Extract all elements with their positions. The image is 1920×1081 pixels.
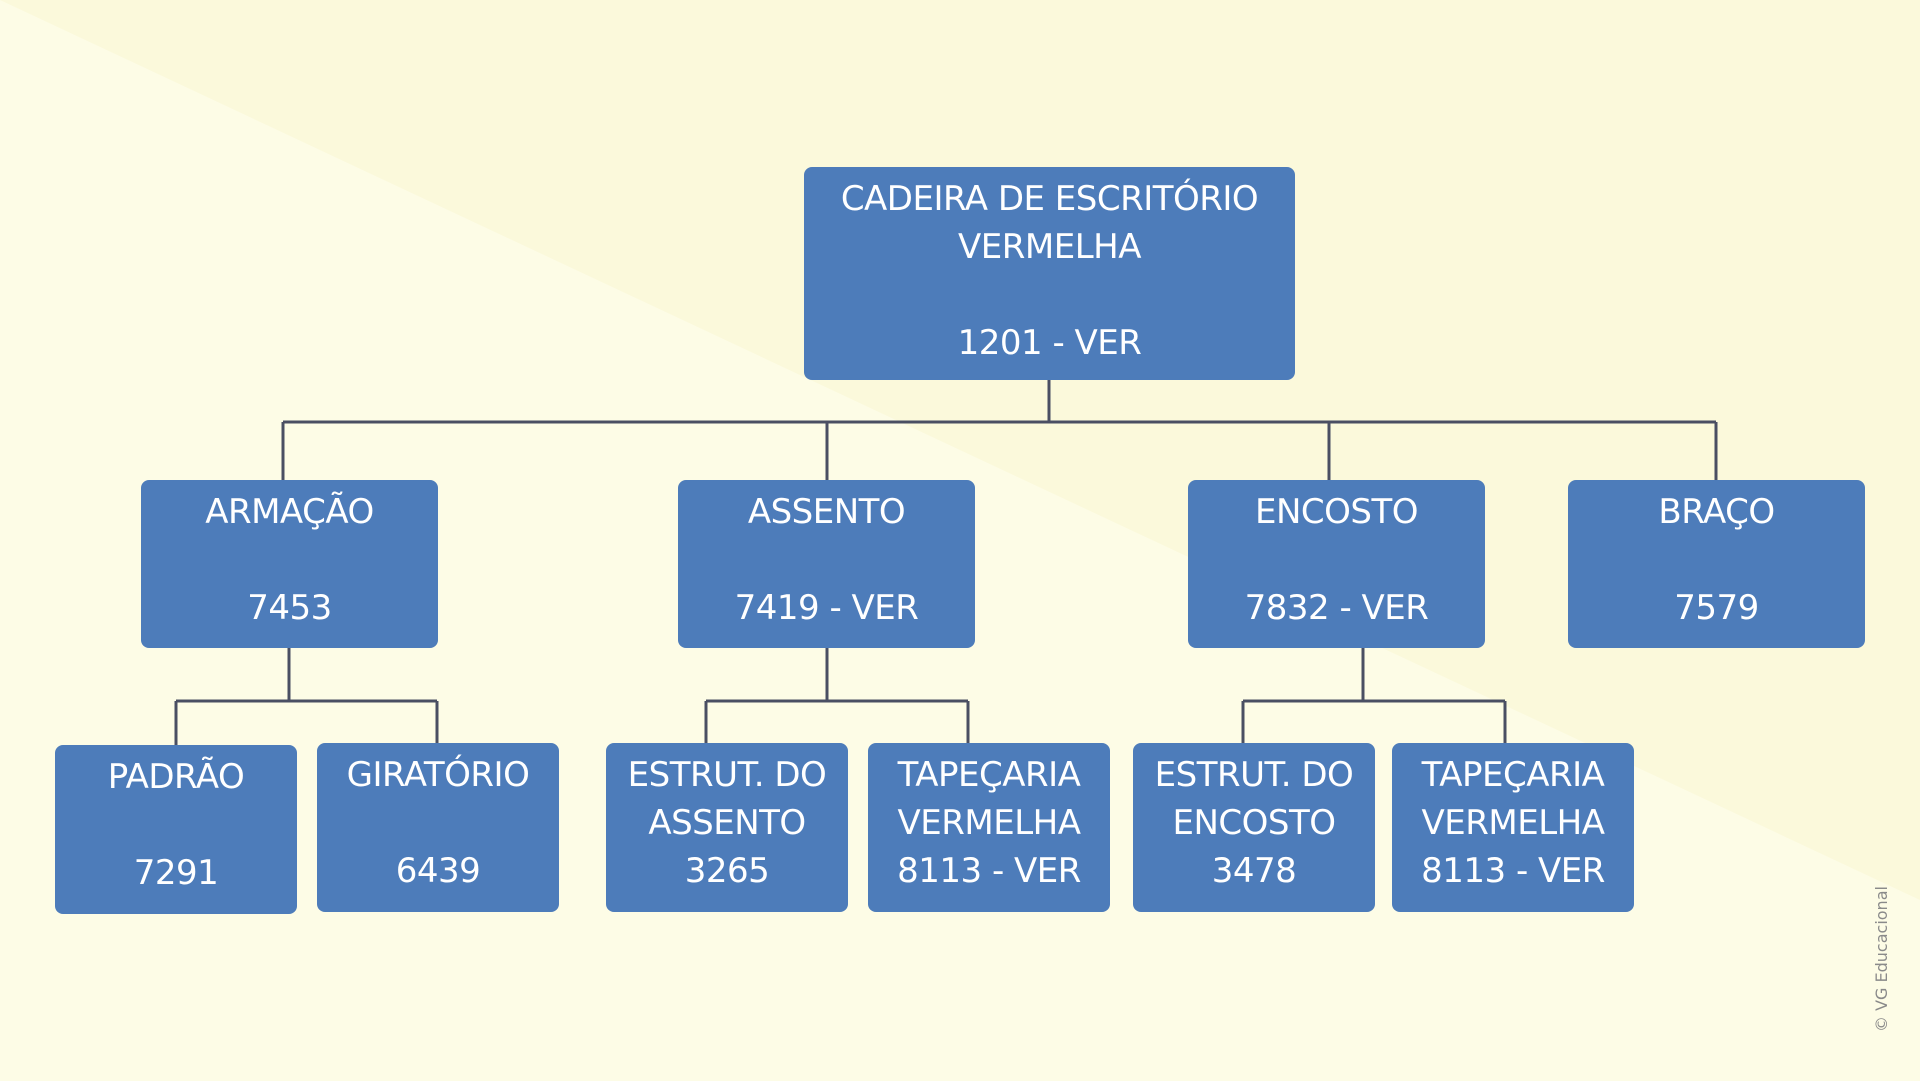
node-encosto-line-2 [1188, 536, 1485, 584]
node-giratorio: GIRATÓRIO 6439 [317, 743, 559, 912]
background-diagonal-band [0, 0, 1920, 900]
node-estrut-encosto: ESTRUT. DO ENCOSTO 3478 [1133, 743, 1375, 912]
node-tapecaria-encosto-line-2: VERMELHA [1421, 803, 1605, 843]
node-armacao-line-3: 7453 [247, 588, 332, 628]
node-padrao-line-2 [55, 801, 297, 849]
node-braco-line-3: 7579 [1674, 588, 1759, 628]
node-root: CADEIRA DE ESCRITÓRIO VERMELHA 1201 - VE… [804, 167, 1295, 380]
node-braco: BRAÇO 7579 [1568, 480, 1865, 648]
node-padrao-line-3: 7291 [133, 853, 219, 893]
node-estrut-encosto-line-3: 3478 [1211, 851, 1297, 891]
node-root-line-3 [804, 271, 1295, 319]
node-encosto-line-1: ENCOSTO [1254, 492, 1419, 532]
node-tapecaria-assento-line-1: TAPEÇARIA [897, 755, 1081, 795]
node-assento-line-1: ASSENTO [747, 492, 906, 532]
node-braco-line-1: BRAÇO [1658, 492, 1775, 532]
node-tapecaria-assento-line-3: 8113 - VER [897, 851, 1081, 891]
node-tapecaria-encosto: TAPEÇARIA VERMELHA 8113 - VER [1392, 743, 1634, 912]
node-assento-line-2 [678, 536, 975, 584]
copyright-credit: © VG Educacional [1872, 886, 1891, 1032]
node-tapecaria-assento-line-2: VERMELHA [897, 803, 1081, 843]
node-root-line-1: CADEIRA DE ESCRITÓRIO [840, 179, 1259, 219]
node-estrut-assento: ESTRUT. DO ASSENTO 3265 [606, 743, 848, 912]
node-estrut-encosto-line-1: ESTRUT. DO [1154, 755, 1354, 795]
node-estrut-assento-line-3: 3265 [684, 851, 770, 891]
node-tapecaria-encosto-line-1: TAPEÇARIA [1421, 755, 1605, 795]
node-encosto: ENCOSTO 7832 - VER [1188, 480, 1485, 648]
node-tapecaria-assento: TAPEÇARIA VERMELHA 8113 - VER [868, 743, 1110, 912]
node-padrao: PADRÃO 7291 [55, 745, 297, 914]
node-giratorio-line-3: 6439 [395, 851, 481, 891]
node-estrut-assento-line-2: ASSENTO [648, 803, 806, 843]
node-root-line-4: 1201 - VER [957, 323, 1142, 363]
node-braco-line-2 [1568, 536, 1865, 584]
node-assento: ASSENTO 7419 - VER [678, 480, 975, 648]
node-assento-line-3: 7419 - VER [734, 588, 919, 628]
node-tapecaria-encosto-line-3: 8113 - VER [1421, 851, 1605, 891]
node-encosto-line-3: 7832 - VER [1244, 588, 1429, 628]
node-armacao-line-1: ARMAÇÃO [205, 492, 374, 532]
node-giratorio-line-1: GIRATÓRIO [346, 755, 530, 795]
node-estrut-assento-line-1: ESTRUT. DO [627, 755, 827, 795]
node-padrao-line-1: PADRÃO [107, 757, 245, 797]
node-giratorio-line-2 [317, 799, 559, 847]
node-armacao-line-2 [141, 536, 438, 584]
node-root-line-2: VERMELHA [958, 227, 1141, 267]
node-estrut-encosto-line-2: ENCOSTO [1172, 803, 1336, 843]
node-armacao: ARMAÇÃO 7453 [141, 480, 438, 648]
